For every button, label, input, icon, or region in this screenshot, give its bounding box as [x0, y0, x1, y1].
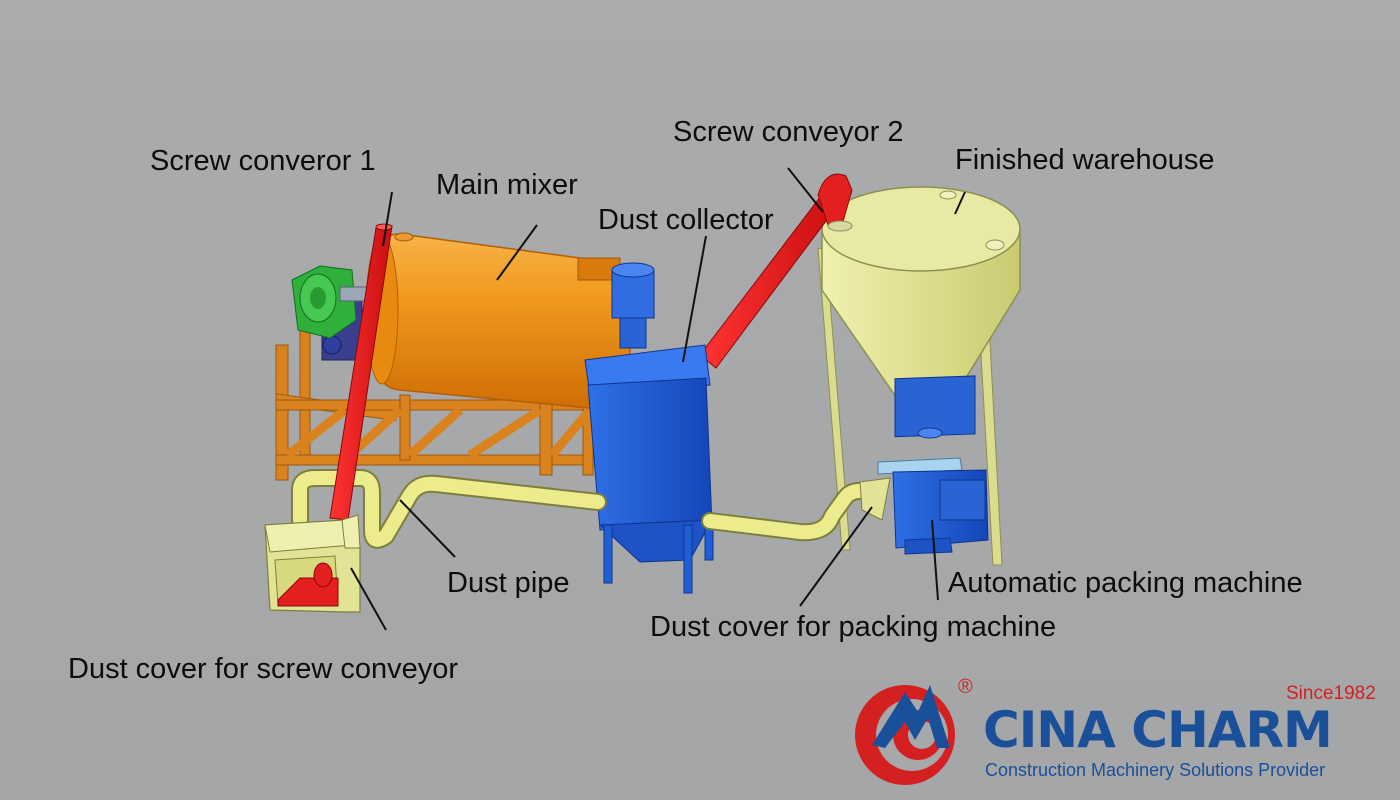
- finished-warehouse: [821, 186, 1021, 421]
- label-automatic-packing-machine: Automatic packing machine: [948, 567, 1303, 599]
- label-dust-cover-packing: Dust cover for packing machine: [650, 611, 1057, 643]
- logo-since: Since1982: [1286, 683, 1376, 704]
- packing-machine: [877, 375, 989, 555]
- dust-collector: [584, 262, 714, 594]
- leader-finished-warehouse: [954, 191, 966, 215]
- leader-dust-cover-screw: [350, 567, 387, 631]
- label-dust-pipe: Dust pipe: [447, 567, 570, 599]
- label-dust-collector: Dust collector: [598, 204, 774, 236]
- label-screw-conveyor-1: Screw converor 1: [150, 145, 376, 177]
- leader-packing-machine: [931, 519, 939, 601]
- leader-dust-pipe: [399, 499, 456, 558]
- leader-screw-conveyor-2: [787, 167, 824, 213]
- label-finished-warehouse: Finished warehouse: [955, 144, 1215, 176]
- label-dust-cover-screw: Dust cover for screw conveyor: [68, 653, 459, 685]
- leader-screw-conveyor-1: [382, 191, 393, 247]
- logo-emblem: [855, 685, 955, 785]
- screw-conveyor-2: [699, 173, 853, 369]
- screw-dust-cover: [264, 514, 361, 613]
- label-main-mixer: Main mixer: [436, 169, 578, 201]
- packing-dust-cover: [859, 477, 891, 521]
- dust-pipe: [291, 469, 879, 549]
- leader-dust-collector: [682, 235, 707, 363]
- gearbox: [291, 265, 371, 361]
- leader-lines: [350, 167, 966, 631]
- logo-name: CINA CHARM: [983, 701, 1333, 759]
- logo-tagline: Construction Machinery Solutions Provide…: [985, 760, 1326, 780]
- logo-registered-mark: ®: [958, 676, 973, 698]
- label-screw-conveyor-2: Screw conveyor 2: [673, 116, 904, 148]
- leader-dust-cover-packing: [799, 506, 873, 607]
- leader-main-mixer: [496, 224, 538, 281]
